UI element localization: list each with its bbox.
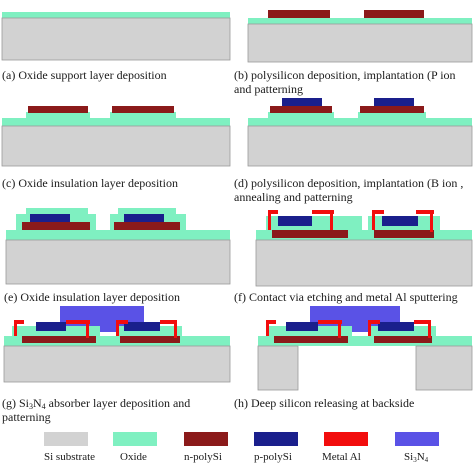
legend-label-p-polysi: p-polySi — [254, 451, 292, 463]
caption-c-text: (c) Oxide insulation layer deposition — [2, 176, 178, 190]
h-metal-left-b — [266, 320, 269, 336]
f-metal-right-c — [416, 210, 434, 214]
f-si-substrate — [255, 239, 473, 287]
f-p-polysi-left — [278, 216, 312, 226]
caption-f: (f) Contact via etching and metal Al spu… — [234, 290, 474, 304]
legend-label-si3n4: Si3N4 — [404, 451, 428, 464]
f-metal-left-d — [330, 210, 333, 230]
c-n-polysi-left — [28, 106, 88, 113]
g-n-polysi-right — [120, 336, 180, 343]
caption-a-text: (a) Oxide support layer deposition — [2, 68, 167, 82]
f-metal-right-a — [372, 210, 384, 214]
e-p-polysi-right — [124, 214, 164, 222]
h-metal-left-a — [266, 320, 276, 324]
legend-swatch-p-polysi — [254, 432, 298, 446]
f-n-polysi-left — [272, 230, 348, 238]
g-p-polysi-right — [124, 322, 160, 331]
f-metal-left-c — [312, 210, 334, 214]
legend-swatch-si-substrate — [44, 432, 88, 446]
e-n-polysi-left — [22, 222, 90, 230]
h-n-polysi-right — [374, 336, 432, 343]
legend-label-si-substrate: Si substrate — [44, 451, 96, 463]
e-n-polysi-right — [114, 222, 180, 230]
e-p-polysi-left — [30, 214, 70, 222]
d-p-polysi-right — [374, 98, 414, 106]
caption-c: (c) Oxide insulation layer deposition — [2, 176, 232, 190]
d-si-substrate — [247, 125, 473, 167]
g-n-polysi-left — [22, 336, 96, 343]
b-si-substrate — [247, 23, 473, 63]
b-n-polysi-left — [268, 10, 330, 18]
f-metal-right-b — [372, 210, 375, 230]
caption-g: (g) Si3N4 absorber layer deposition and … — [2, 396, 224, 424]
g-p-polysi-left — [36, 322, 66, 331]
f-n-polysi-right — [374, 230, 434, 238]
d-n-polysi-right — [360, 106, 424, 113]
caption-b: (b) polysilicon deposition, implantation… — [234, 68, 472, 96]
caption-h-text: (h) Deep silicon releasing at backside — [234, 396, 415, 410]
caption-g-text: (g) Si3N4 absorber layer deposition and … — [2, 396, 191, 424]
c-si-substrate — [1, 125, 231, 167]
h-metal-left-c — [318, 320, 342, 324]
caption-b-text: (b) polysilicon deposition, implantation… — [234, 68, 456, 96]
g-metal-right-d — [174, 320, 177, 338]
f-metal-left-b — [268, 210, 271, 230]
h-metal-left-d — [338, 320, 341, 338]
legend-label-n-polysi: n-polySi — [184, 451, 222, 463]
e-si-substrate — [5, 239, 231, 285]
d-oxide-insulation — [248, 112, 472, 126]
g-metal-left-a — [14, 320, 24, 324]
h-p-polysi-right — [378, 322, 414, 331]
caption-d-text: (d) polysilicon deposition, implantation… — [234, 176, 464, 204]
caption-f-text: (f) Contact via etching and metal Al spu… — [234, 290, 458, 304]
g-si-substrate — [3, 345, 231, 383]
g-metal-right-c — [160, 320, 176, 324]
h-si-substrate-left — [257, 345, 299, 391]
caption-a: (a) Oxide support layer deposition — [2, 68, 232, 82]
caption-e-text: (e) Oxide insulation layer deposition — [4, 290, 180, 304]
h-metal-right-d — [428, 320, 431, 338]
legend-label-si3n4-text: Si3N4 — [404, 451, 429, 464]
f-metal-left-a — [268, 210, 278, 214]
h-si-substrate-right — [415, 345, 473, 391]
c-oxide-insulation — [2, 112, 230, 126]
h-n-polysi-left — [274, 336, 348, 343]
h-metal-right-b — [368, 320, 371, 336]
h-p-polysi-left — [286, 322, 318, 331]
h-metal-right-c — [414, 320, 430, 324]
d-n-polysi-left — [270, 106, 332, 113]
g-metal-left-d — [86, 320, 89, 338]
g-metal-right-b — [116, 320, 119, 336]
legend-swatch-si3n4 — [395, 432, 439, 446]
caption-d: (d) polysilicon deposition, implantation… — [234, 176, 472, 204]
caption-e: (e) Oxide insulation layer deposition — [4, 290, 234, 304]
d-p-polysi-left — [282, 98, 322, 106]
b-n-polysi-right — [364, 10, 424, 18]
legend-swatch-metal-al — [324, 432, 368, 446]
legend-swatch-n-polysi — [184, 432, 228, 446]
legend-swatch-oxide — [113, 432, 157, 446]
g-metal-left-c — [66, 320, 90, 324]
f-p-polysi-right — [382, 216, 418, 226]
c-n-polysi-right — [112, 106, 174, 113]
b-oxide-layer — [248, 18, 472, 24]
g-metal-right-a — [116, 320, 128, 324]
legend-label-metal-al: Metal Al — [322, 451, 361, 463]
h-metal-right-a — [368, 320, 380, 324]
a-si-substrate — [1, 17, 231, 61]
legend-label-oxide: Oxide — [120, 451, 147, 463]
g-metal-left-b — [14, 320, 17, 336]
f-metal-right-d — [430, 210, 433, 232]
caption-h: (h) Deep silicon releasing at backside — [234, 396, 472, 410]
a-oxide-layer — [2, 12, 230, 18]
